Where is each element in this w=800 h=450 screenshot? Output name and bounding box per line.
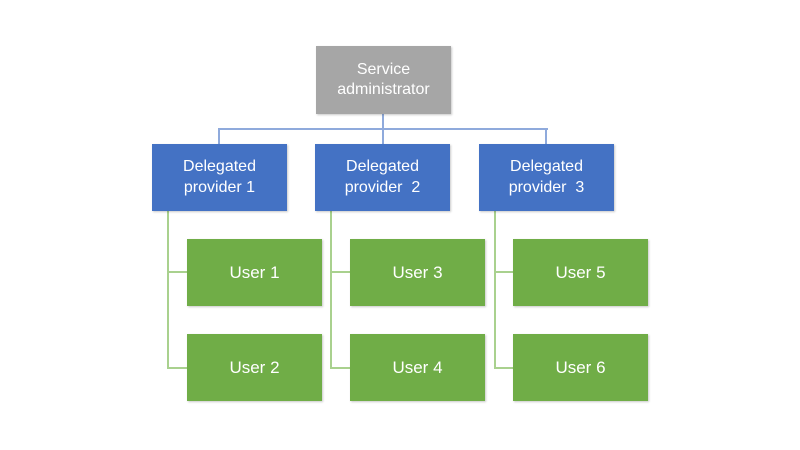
node-delegated-provider-1: Delegated provider 1 (152, 144, 287, 211)
connector-user4-elbow (330, 367, 350, 369)
node-user-5: User 5 (513, 239, 648, 306)
connector-provider1-drop (167, 211, 169, 369)
node-user-6: User 6 (513, 334, 648, 401)
node-user-2: User 2 (187, 334, 322, 401)
connector-provider1-stub (218, 128, 220, 144)
connector-provider-rail (218, 128, 548, 130)
node-delegated-provider-2: Delegated provider 2 (315, 144, 450, 211)
connector-user3-elbow (330, 271, 350, 273)
connector-user2-elbow (167, 367, 187, 369)
connector-user5-elbow (494, 271, 514, 273)
connector-provider2-drop (330, 211, 332, 369)
connector-user6-elbow (494, 367, 514, 369)
node-user-3: User 3 (350, 239, 485, 306)
connector-provider3-drop (494, 211, 496, 369)
node-user-1: User 1 (187, 239, 322, 306)
node-user-4: User 4 (350, 334, 485, 401)
node-delegated-provider-3: Delegated provider 3 (479, 144, 614, 211)
connector-user1-elbow (167, 271, 187, 273)
connector-provider3-stub (545, 128, 547, 144)
node-service-administrator: Service administrator (316, 46, 451, 114)
